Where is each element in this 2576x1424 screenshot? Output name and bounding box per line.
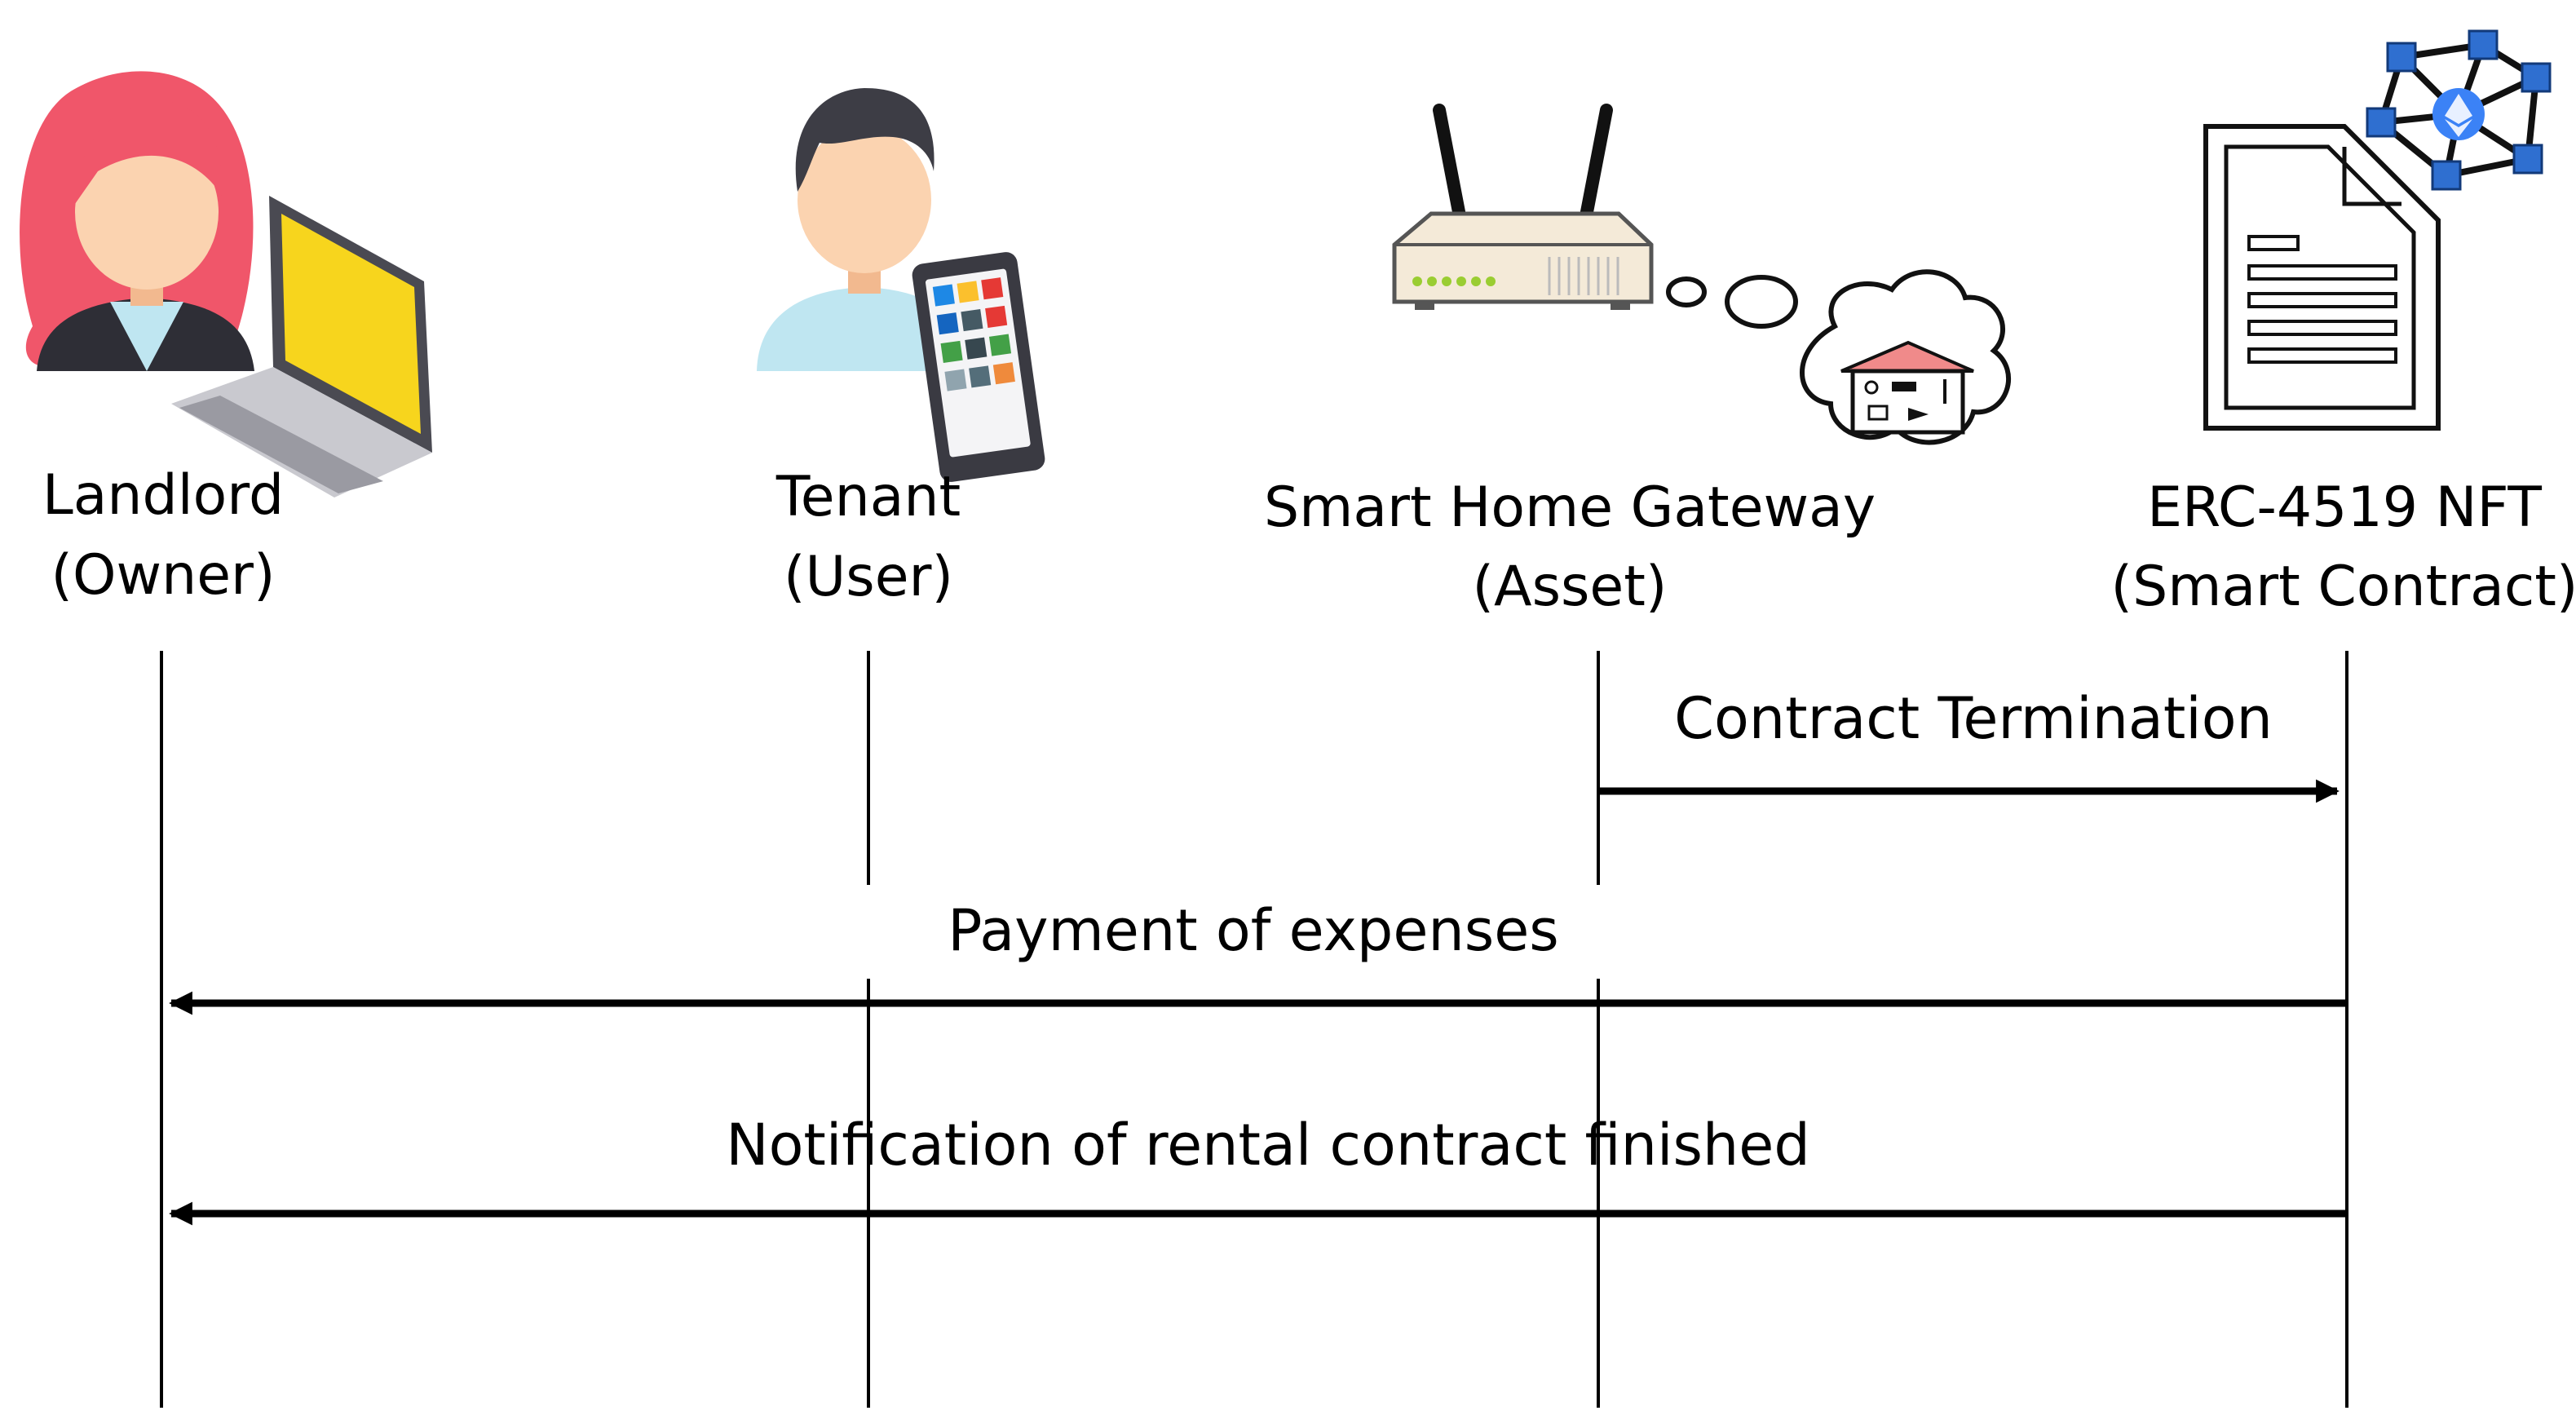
message-label: Contract Termination xyxy=(1674,685,2273,752)
man-with-tablet-icon xyxy=(757,88,1045,482)
message-label: Payment of expenses xyxy=(948,897,1559,964)
message-contract-termination: Contract Termination xyxy=(1600,685,2340,803)
actor-nft: ERC-4519 NFT (Smart Contract) xyxy=(2111,475,2576,619)
actor-landlord: Landlord (Owner) xyxy=(42,463,284,608)
message-payment-of-expenses: Payment of expenses xyxy=(169,897,2345,1015)
actor-tenant: Tenant (User) xyxy=(775,465,961,609)
actor-role-landlord: (Owner) xyxy=(51,543,275,608)
message-notification-contract-finished: Notification of rental contract finished xyxy=(169,1112,2345,1226)
actor-gateway: Smart Home Gateway (Asset) xyxy=(1264,475,1876,619)
actor-role-tenant: (User) xyxy=(784,545,953,609)
actor-name-gateway: Smart Home Gateway xyxy=(1264,475,1876,540)
actor-name-landlord: Landlord xyxy=(42,463,284,528)
actor-role-gateway: (Asset) xyxy=(1473,555,1668,619)
actor-role-nft: (Smart Contract) xyxy=(2111,555,2576,619)
message-label: Notification of rental contract finished xyxy=(726,1112,1810,1179)
router-smart-home-icon xyxy=(1392,104,2011,445)
actor-name-tenant: Tenant xyxy=(775,465,961,529)
document-blockchain-icon xyxy=(2203,29,2552,431)
woman-with-laptop-icon xyxy=(20,71,432,498)
actor-name-nft: ERC-4519 NFT xyxy=(2147,475,2542,540)
